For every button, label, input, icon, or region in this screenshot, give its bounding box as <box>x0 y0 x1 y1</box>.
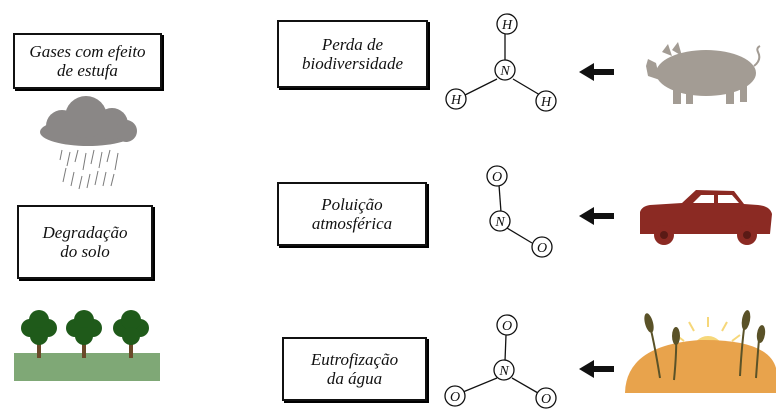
air-pollution-label: Poluição atmosférica <box>311 195 393 233</box>
wheat-field-icon <box>625 310 776 393</box>
nitrogen-dioxide-molecule: O N O <box>486 165 553 258</box>
cloud-shape <box>40 96 137 146</box>
atom-o: O <box>486 165 508 187</box>
soil-degradation-box: Degradação do solo <box>17 205 153 279</box>
tree-3 <box>113 310 149 358</box>
atom-o: O <box>535 387 557 409</box>
svg-text:H: H <box>501 18 513 33</box>
water-eutrophication-label: Eutrofização da água <box>310 350 399 388</box>
sun-icon <box>675 317 741 342</box>
atom-n: N <box>489 210 511 232</box>
rain-lines <box>59 149 119 190</box>
atom-o: O <box>531 236 553 258</box>
svg-text:H: H <box>540 95 552 110</box>
arrow-left-icon <box>579 207 614 225</box>
biodiversity-loss-label: Perda de biodiversidade <box>301 35 404 73</box>
car-icon <box>640 190 772 245</box>
biodiversity-loss-box: Perda de biodiversidade <box>277 20 428 88</box>
svg-text:O: O <box>502 319 512 334</box>
air-pollution-box: Poluição atmosférica <box>277 182 427 246</box>
trees-icon <box>14 310 160 381</box>
soil-degradation-label: Degradação do solo <box>42 223 128 261</box>
svg-text:N: N <box>499 64 510 79</box>
svg-text:H: H <box>450 93 462 108</box>
atom-n: N <box>493 359 515 381</box>
atom-o: O <box>444 385 466 407</box>
svg-text:O: O <box>541 392 551 407</box>
svg-text:N: N <box>498 364 509 379</box>
atom-n: N <box>494 59 516 81</box>
greenhouse-gases-label: Gases com efeito de estufa <box>29 42 146 80</box>
arrow-left-icon <box>579 360 614 378</box>
field-hill <box>625 339 776 393</box>
atom-h: H <box>496 13 518 35</box>
svg-text:O: O <box>492 170 502 185</box>
tree-1 <box>21 310 57 358</box>
tree-2 <box>66 310 102 358</box>
svg-text:O: O <box>537 241 547 256</box>
water-eutrophication-box: Eutrofização da água <box>282 337 427 401</box>
nitrate-molecule: O N O O <box>444 314 557 409</box>
svg-text:N: N <box>494 215 505 230</box>
rain-cloud-icon <box>40 96 137 190</box>
arrow-left-icon <box>579 63 614 81</box>
wheat-heads <box>644 310 766 345</box>
ammonia-molecule: N H H H <box>445 13 557 112</box>
atom-h: H <box>535 90 557 112</box>
pig-icon <box>646 42 761 104</box>
atom-o: O <box>496 314 518 336</box>
greenhouse-gases-box: Gases com efeito de estufa <box>13 33 162 89</box>
svg-text:O: O <box>450 390 460 405</box>
atom-h: H <box>445 88 467 110</box>
grass-strip <box>14 353 160 381</box>
